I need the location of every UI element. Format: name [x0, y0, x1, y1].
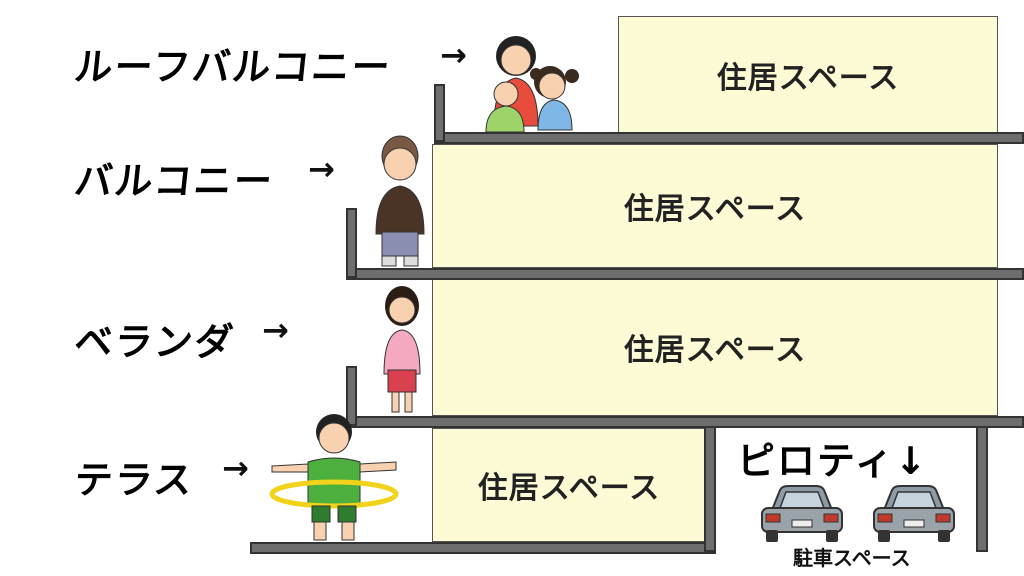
balcony-label: バルコニー	[72, 159, 277, 203]
living-space-top: 住居スペース	[618, 16, 998, 134]
car-icon-right	[873, 485, 955, 542]
grandfather-illustration	[375, 135, 425, 267]
terrace-arrow: →	[222, 449, 249, 487]
roof-balcony-parapet	[434, 84, 445, 142]
piloti-column-left	[704, 426, 716, 552]
balcony-slab	[346, 268, 1024, 280]
veranda-label: ベランダ	[72, 320, 237, 364]
woman-illustration	[383, 286, 421, 413]
veranda-arrow: →	[262, 311, 289, 349]
terrace-label: テラス	[72, 458, 197, 502]
roof-balcony-arrow: →	[440, 36, 467, 74]
living-space-1: 住居スペース	[432, 428, 706, 542]
living-space-2: 住居スペース	[432, 278, 998, 416]
car-icon-left	[761, 485, 843, 542]
family-illustration	[485, 36, 579, 133]
room-label-1: 住居スペース	[477, 471, 661, 506]
parking-label: 駐車スペース	[793, 546, 911, 570]
piloti-label: ピロティ↓	[737, 439, 929, 483]
piloti-column-right	[976, 426, 988, 552]
room-label-top: 住居スペース	[716, 61, 900, 96]
room-label-3: 住居スペース	[623, 192, 807, 227]
roof-balcony-label: ルーフバルコニー	[72, 45, 394, 89]
balcony-parapet	[346, 208, 357, 278]
balcony-arrow: →	[308, 150, 335, 188]
veranda-slab	[346, 416, 1024, 428]
room-label-2: 住居スペース	[623, 333, 807, 368]
living-space-3: 住居スペース	[432, 144, 998, 268]
veranda-parapet	[346, 366, 357, 426]
boy-hula-hoop-illustration	[269, 414, 399, 541]
